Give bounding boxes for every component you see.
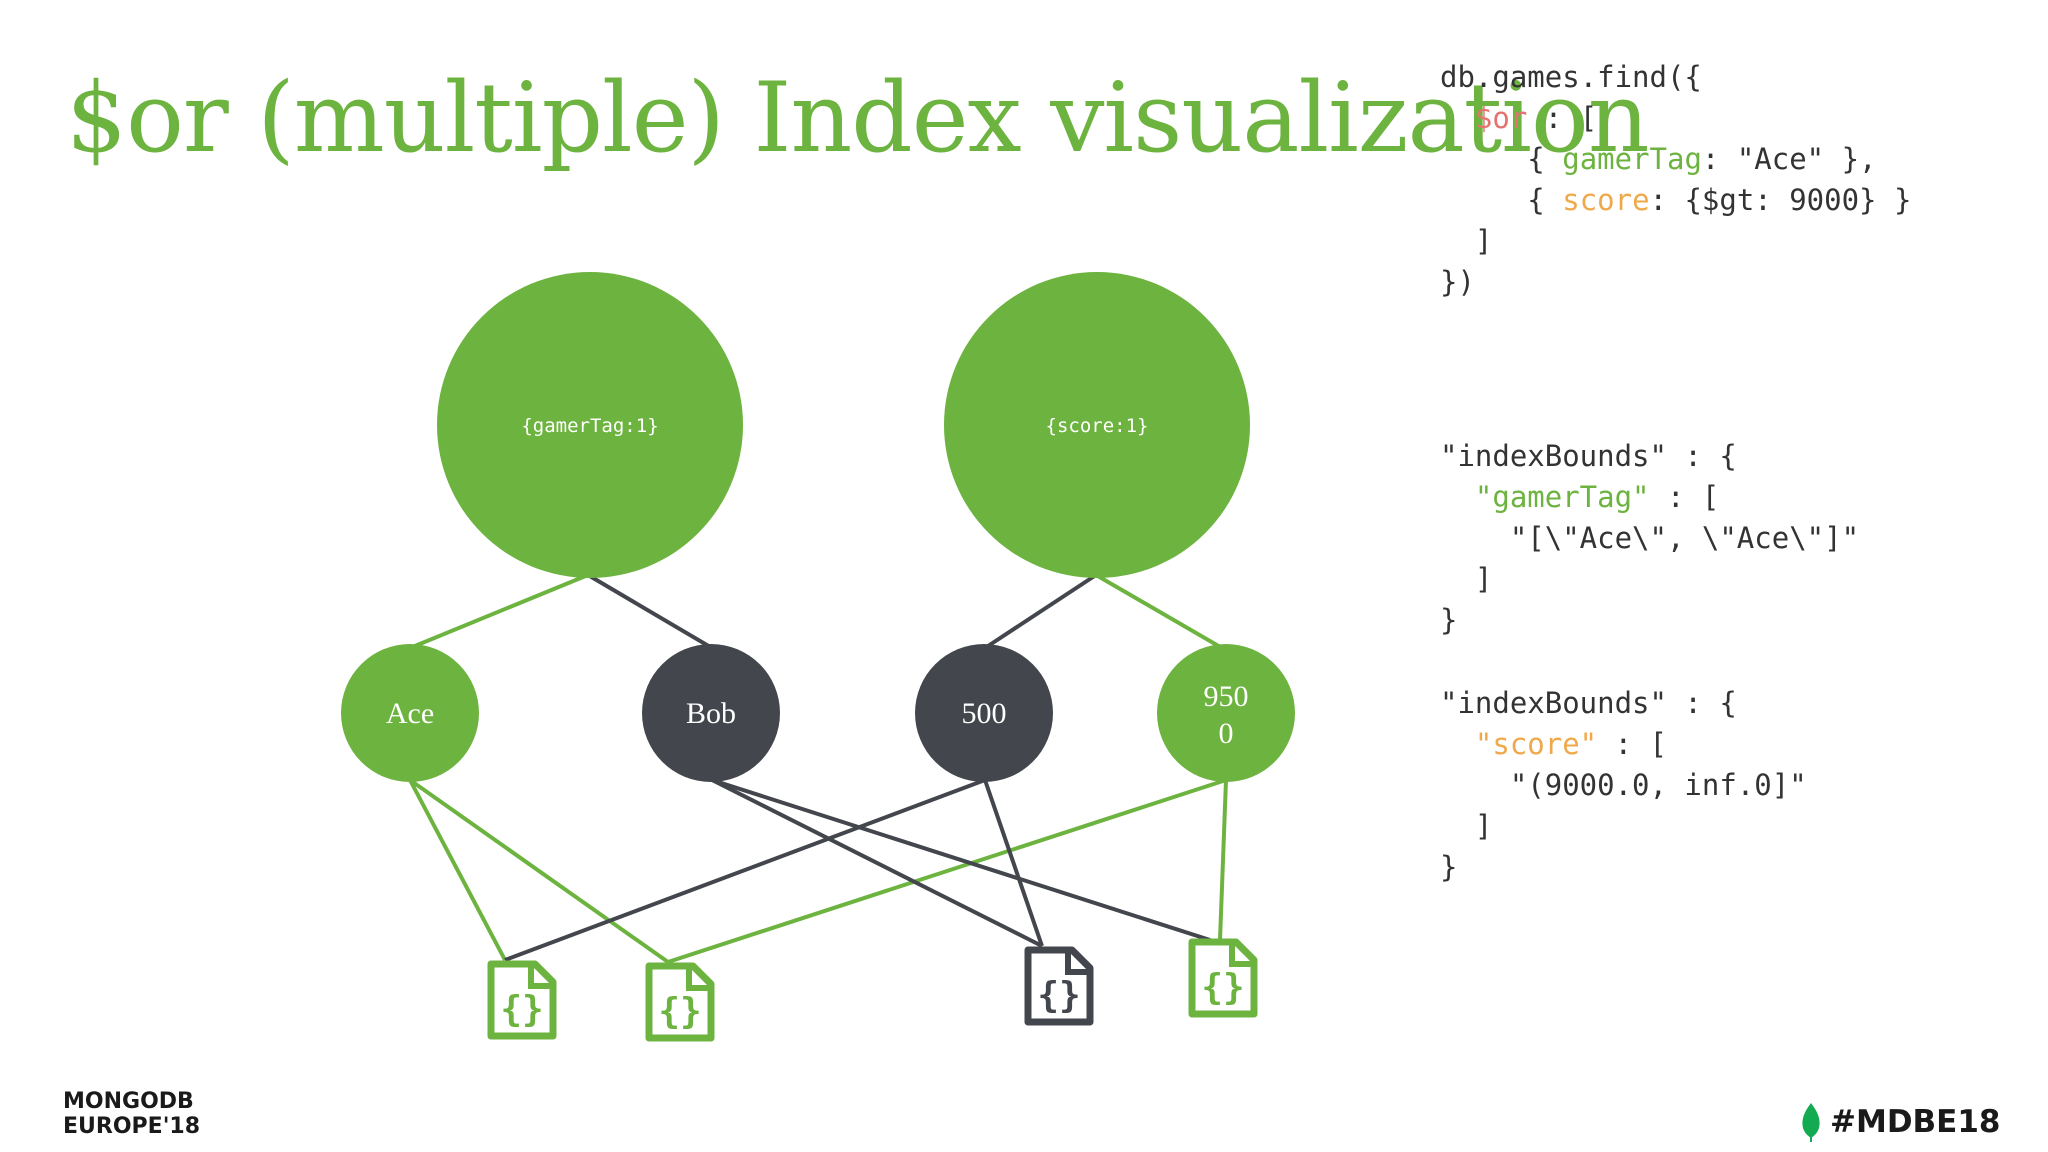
hashtag-text: #MDBE18 — [1830, 1104, 2001, 1140]
edge-9500-doc2 — [667, 778, 1227, 964]
document-edges — [408, 778, 1228, 964]
code-line: ] — [1440, 562, 1493, 596]
key-node-label: Bob — [686, 697, 736, 730]
edge-bob-doc4 — [711, 778, 1211, 942]
code-fragment: : [ — [1649, 480, 1720, 514]
key-node-label-line2: 0 — [1219, 717, 1234, 750]
or-operator: $or — [1474, 101, 1528, 135]
code-line: }) — [1440, 265, 1475, 299]
svg-text:{}: {} — [658, 991, 701, 1032]
root-node-label: {score:1} — [1046, 415, 1149, 437]
code-line: } — [1440, 603, 1458, 637]
code-line: db.games.find({ — [1440, 60, 1702, 94]
score-field: score — [1562, 183, 1650, 217]
root-node-gamertag-index: {gamerTag:1} — [437, 272, 743, 578]
gamertag-field: gamerTag — [1562, 142, 1702, 176]
root-node-label: {gamerTag:1} — [521, 415, 658, 437]
json-document-icon: {} — [1024, 946, 1094, 1026]
root-edges — [409, 573, 1224, 650]
edge-gamertag-ace — [409, 573, 589, 650]
query-code-block: db.games.find({ $or : [ { gamerTag: "Ace… — [1440, 57, 1911, 303]
code-fragment: : {$gt: 9000} } — [1649, 183, 1912, 217]
code-line: "(9000.0, inf.0]" — [1440, 768, 1807, 802]
json-document-icon: {} — [487, 960, 557, 1040]
root-node-score-index: {score:1} — [944, 272, 1250, 578]
score-index-bounds-code: "indexBounds" : { "score" : [ "(9000.0, … — [1440, 683, 1807, 888]
code-line: ] — [1440, 224, 1493, 258]
json-document-icon: {} — [645, 962, 715, 1042]
edge-gamertag-bob — [586, 573, 714, 650]
svg-text:{}: {} — [1037, 975, 1080, 1016]
key-node-label-line1: 950 — [1204, 680, 1249, 713]
edge-bob-doc3 — [711, 778, 1043, 948]
edge-ace-doc2 — [408, 778, 670, 964]
edge-500-doc1 — [504, 778, 986, 962]
code-fragment: { — [1474, 142, 1563, 176]
mongodb-leaf-icon — [1802, 1103, 1820, 1142]
json-document-icon: {} — [1188, 938, 1258, 1018]
key-node-bob: Bob — [642, 644, 780, 782]
edge-score-9500 — [1094, 573, 1224, 650]
gamertag-index-bounds-code: "indexBounds" : { "gamerTag" : [ "[\"Ace… — [1440, 436, 1859, 641]
key-node-label: Ace — [386, 697, 434, 730]
edge-500-doc3 — [983, 779, 1044, 947]
edge-ace-doc1 — [408, 779, 507, 961]
code-line: } — [1440, 850, 1458, 884]
edge-9500-doc4 — [1218, 779, 1228, 941]
score-bounds-key: "score" — [1474, 727, 1598, 761]
edge-score-500 — [983, 573, 1098, 650]
key-node-500: 500 — [915, 644, 1053, 782]
brand-line-2: EUROPE'18 — [63, 1114, 201, 1139]
svg-text:{}: {} — [1201, 967, 1244, 1008]
brand-line-1: MONGODB — [63, 1089, 194, 1114]
code-line: "indexBounds" : { — [1440, 439, 1737, 473]
code-fragment: : [ — [1527, 101, 1598, 135]
event-hashtag: #MDBE18 — [1800, 1102, 2001, 1142]
slide-title: $or (multiple) Index visualization — [66, 62, 1650, 174]
key-node-ace: Ace — [341, 644, 479, 782]
gamertag-bounds-key: "gamerTag" — [1474, 480, 1650, 514]
code-line: ] — [1440, 809, 1493, 843]
code-line: "[\"Ace\", \"Ace\"]" — [1440, 521, 1860, 555]
code-line: "indexBounds" : { — [1440, 686, 1737, 720]
code-fragment: : "Ace" }, — [1701, 142, 1877, 176]
code-fragment: { — [1474, 183, 1563, 217]
key-node-9500: 950 0 — [1157, 644, 1295, 782]
svg-text:{}: {} — [500, 989, 543, 1030]
key-node-label: 500 — [962, 697, 1007, 730]
conference-logo: MONGODB EUROPE'18 — [63, 1089, 200, 1139]
code-fragment: : [ — [1597, 727, 1667, 761]
